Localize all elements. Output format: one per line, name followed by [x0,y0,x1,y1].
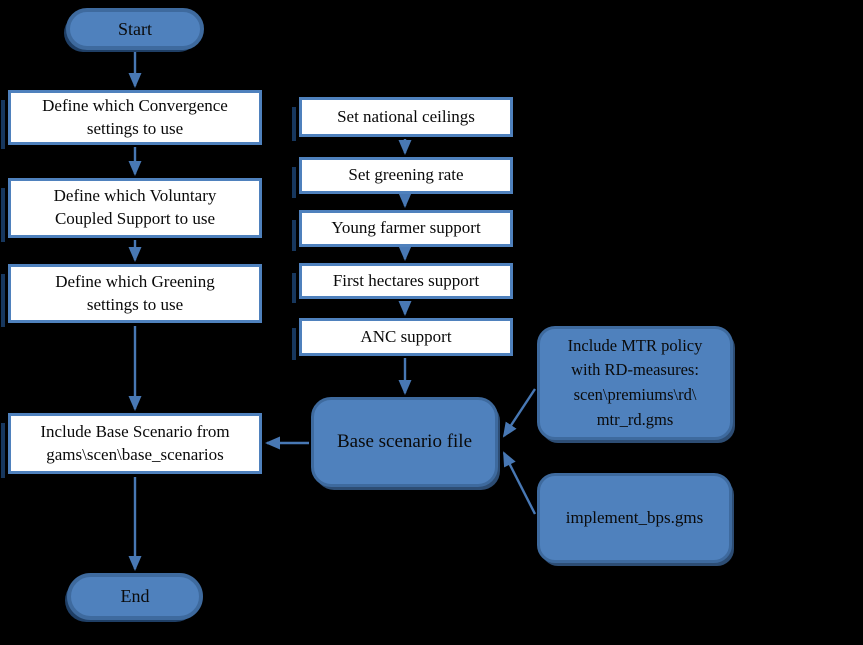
mtr-line4: mtr_rd.gms [596,409,674,429]
process-convergence-settings: Define which Convergence settings to use [1,90,262,149]
process-greening-label: Define which Greening settings to use [55,271,215,314]
young-farmer-support-label: Young farmer support [331,218,481,238]
mtr-line1: Include MTR policy [567,335,703,355]
end-label: End [120,586,150,607]
edge-mtr-basescenario [502,388,537,438]
end-node: End [67,573,203,620]
process-greening-settings: Define which Greening settings to use [1,264,262,327]
set-greening-rate-label: Set greening rate [348,165,464,185]
implement-bps-node: implement_bps.gms [537,473,732,563]
process-young-farmer-support: Young farmer support [292,210,513,251]
process-anc-support: ANC support [292,318,513,360]
set-national-ceilings-label: Set national ceilings [337,106,475,126]
process-first-hectares-support: First hectares support [292,263,513,303]
anc-support-label: ANC support [360,326,452,346]
start-node: Start [66,8,204,50]
base-scenario-file-node: Base scenario file [311,397,498,487]
first-hectares-support-label: First hectares support [332,270,480,290]
start-label: Start [118,18,152,39]
mtr-policy-node: Include MTR policy with RD-measures: sce… [537,326,733,440]
base-scenario-file-label: Base scenario file [336,431,473,453]
edge-implementbps-basescenario [502,451,537,515]
process-set-national-ceilings: Set national ceilings [292,97,513,141]
process-convergence-label: Define which Convergence settings to use [42,95,228,138]
mtr-line3: scen\premiums\rd\ [573,385,697,404]
mtr-line2: with RD-measures: [571,360,699,380]
include-base-line1: Include Base Scenario from [40,421,230,441]
process-include-base-scenario: Include Base Scenario from gams\scen\bas… [1,413,262,478]
include-base-line2: gams\scen\base_scenarios [46,444,224,464]
process-voluntary-coupled-support: Define which Voluntary Coupled Support t… [1,178,262,242]
process-set-greening-rate: Set greening rate [292,157,513,198]
process-voluntary-label: Define which Voluntary Coupled Support t… [53,186,217,228]
implement-bps-label: implement_bps.gms [565,507,704,527]
